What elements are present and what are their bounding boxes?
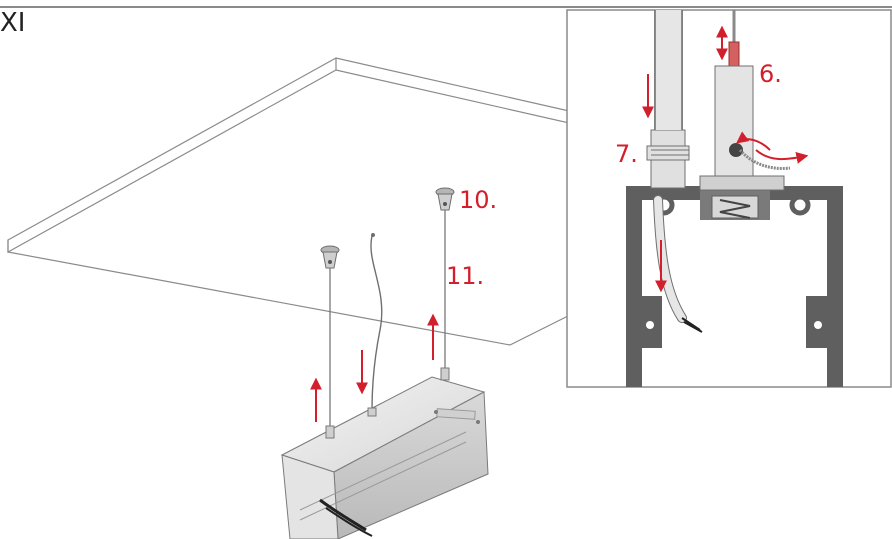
profile-section: [626, 186, 843, 387]
top-rule: [0, 6, 892, 8]
power-cord: [370, 235, 383, 411]
detail-arrows: [642, 25, 809, 293]
gripper: [699, 10, 791, 191]
main-arrows: [310, 313, 439, 422]
step-6-label: 6.: [759, 60, 782, 88]
detail-panel: [566, 9, 892, 388]
step-7-label: 7.: [615, 140, 638, 168]
section-label: XI: [0, 8, 26, 38]
step-10-label: 10.: [459, 186, 498, 214]
left-ceiling-anchor: [320, 245, 340, 428]
luminaire-housing: [280, 367, 489, 539]
ceiling-slab: [7, 57, 601, 346]
right-ceiling-anchor: [435, 187, 455, 370]
cable-gland: [646, 129, 690, 189]
step-11-label: 11.: [446, 262, 485, 290]
